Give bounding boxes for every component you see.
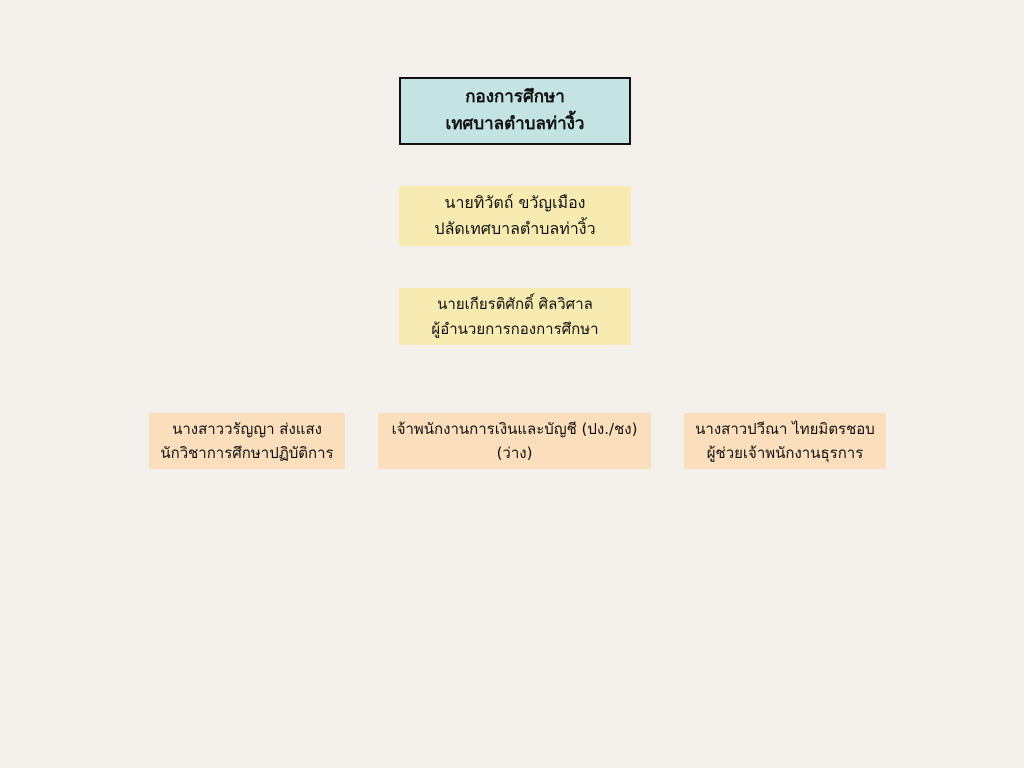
staff-name: นางสาววรัญญา ส่งแสง <box>172 420 322 438</box>
deputy-mayor-position: ปลัดเทศบาลตำบลท่างิ้ว <box>434 219 596 238</box>
staff-position: เจ้าพนักงานการเงินและบัญชี (ปง./ชง) <box>391 420 638 438</box>
staff-position: นักวิชาการศึกษาปฏิบัติการ <box>160 444 334 462</box>
staff-box-education-officer: นางสาววรัญญา ส่งแสง นักวิชาการศึกษาปฏิบั… <box>149 413 345 469</box>
org-title-line1: กองการศึกษา <box>465 87 565 107</box>
staff-box-admin-assistant: นางสาวปวีณา ไทยมิตรชอบ ผู้ช่วยเจ้าพนักงา… <box>684 413 886 469</box>
director-name: นายเกียรติศักดิ์ ศิลวิศาล <box>437 294 593 313</box>
staff-position: ผู้ช่วยเจ้าพนักงานธุรการ <box>706 444 864 462</box>
staff-vacancy-status: (ว่าง) <box>496 444 533 462</box>
org-title-box: กองการศึกษา เทศบาลตำบลท่างิ้ว <box>399 77 631 145</box>
staff-name: นางสาวปวีณา ไทยมิตรชอบ <box>695 420 875 438</box>
staff-box-finance-officer: เจ้าพนักงานการเงินและบัญชี (ปง./ชง) (ว่า… <box>378 413 651 469</box>
deputy-mayor-box: นายทิวัตถ์ ขวัญเมือง ปลัดเทศบาลตำบลท่างิ… <box>399 186 631 246</box>
org-title-line2: เทศบาลตำบลท่างิ้ว <box>445 114 585 134</box>
director-position: ผู้อำนวยการกองการศึกษา <box>431 319 599 338</box>
director-box: นายเกียรติศักดิ์ ศิลวิศาล ผู้อำนวยการกอง… <box>399 288 631 345</box>
deputy-mayor-name: นายทิวัตถ์ ขวัญเมือง <box>444 193 586 212</box>
